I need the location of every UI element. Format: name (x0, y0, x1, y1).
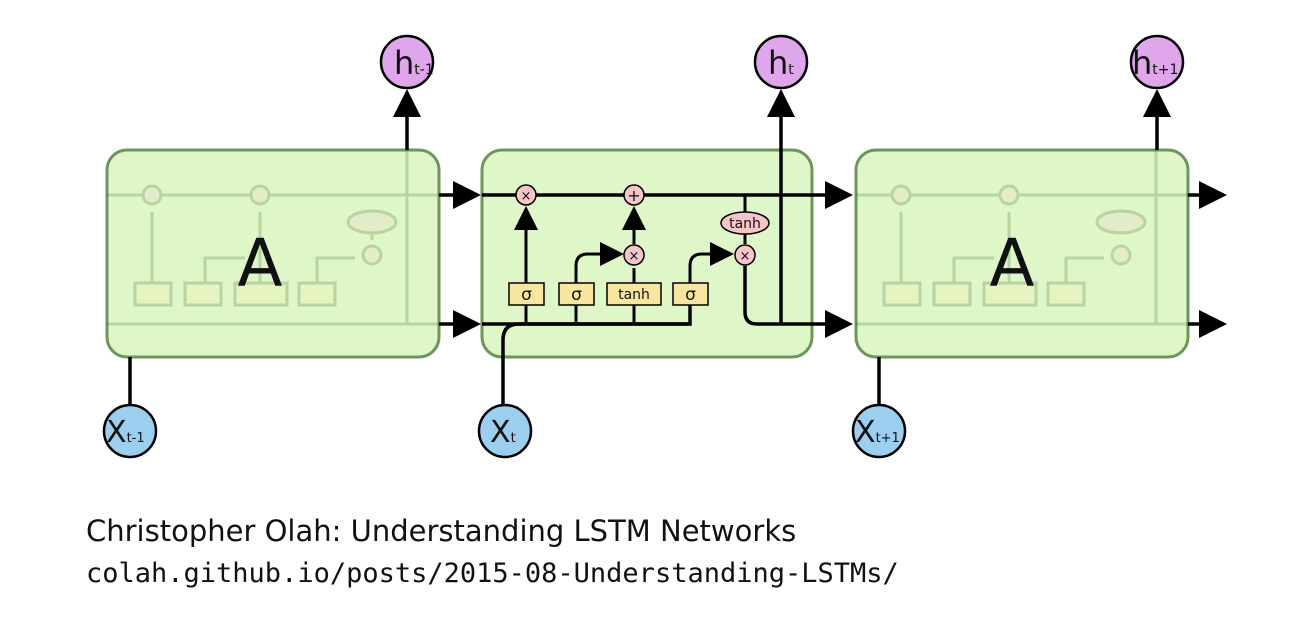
lstm-diagram: A A (102, 34, 1227, 459)
output-multiply-symbol: × (740, 249, 751, 264)
output-multiply-op (734, 244, 756, 266)
svg-text:ht+1: ht+1 (1132, 44, 1178, 82)
input-node-left: Xt-1 (102, 403, 158, 459)
output-node-left-main: h (394, 44, 414, 82)
output-gate-box (672, 282, 709, 306)
output-node-right-sub: t+1 (1152, 62, 1178, 78)
cell-left: A (105, 148, 441, 359)
tanh-op (720, 211, 770, 235)
svg-text:Xt+1: Xt+1 (855, 415, 900, 450)
output-node-middle-main: h (768, 44, 788, 82)
input-node-middle-sub: t (511, 431, 516, 446)
forget-gate-box (508, 282, 545, 306)
forget-gate-label: σ (521, 285, 532, 305)
caption-url: colah.github.io/posts/2015-08-Understand… (86, 558, 899, 589)
input-node-middle: Xt (477, 403, 533, 459)
input-node-left-sub: t-1 (127, 431, 145, 446)
input-multiply-symbol: × (629, 249, 640, 264)
tanh-gate-box (606, 282, 662, 306)
output-node-left-sub: t-1 (414, 62, 433, 78)
input-node-right-main: X (855, 415, 876, 450)
svg-text:ht: ht (768, 44, 794, 82)
add-op (623, 184, 645, 206)
forget-multiply-symbol: × (521, 189, 532, 204)
cell-right: A (854, 148, 1190, 359)
input-multiply-op (623, 244, 645, 266)
output-node-left: ht-1 (379, 34, 435, 90)
svg-text:Xt: Xt (490, 415, 516, 450)
forget-multiply-op (515, 184, 537, 206)
svg-text:Xt-1: Xt-1 (106, 415, 145, 450)
input-gate-label: σ (571, 285, 582, 305)
cell-right-box (854, 148, 1190, 359)
input-gate-arrow (574, 242, 624, 283)
add-symbol: + (627, 186, 640, 205)
input-node-right-sub: t+1 (876, 431, 900, 446)
output-node-right: ht+1 (1129, 34, 1185, 90)
output-path (743, 266, 853, 338)
output-gate-label: σ (685, 285, 696, 305)
output-gate-arrow (688, 242, 734, 283)
input-node-right: Xt+1 (851, 403, 907, 459)
input-node-left-main: X (106, 415, 127, 450)
input-node-middle-main: X (490, 415, 511, 450)
input-gate-box (558, 282, 595, 306)
output-node-middle: ht (753, 34, 809, 90)
tanh-op-label: tanh (729, 216, 761, 232)
cell-right-internals (856, 150, 1188, 326)
cell-middle: σ σ tanh σ × + × × tanh (480, 89, 853, 405)
caption-title: Christopher Olah: Understanding LSTM Net… (86, 514, 797, 548)
cell-right-label: A (989, 225, 1034, 302)
output-node-right-main: h (1132, 44, 1152, 82)
cell-left-box (105, 148, 441, 359)
output-node-middle-sub: t (788, 62, 794, 78)
svg-text:ht-1: ht-1 (394, 44, 434, 82)
tanh-gate-label: tanh (618, 287, 650, 303)
cell-left-internals (107, 150, 439, 326)
cell-middle-box (480, 148, 814, 359)
cell-left-label: A (237, 225, 282, 302)
